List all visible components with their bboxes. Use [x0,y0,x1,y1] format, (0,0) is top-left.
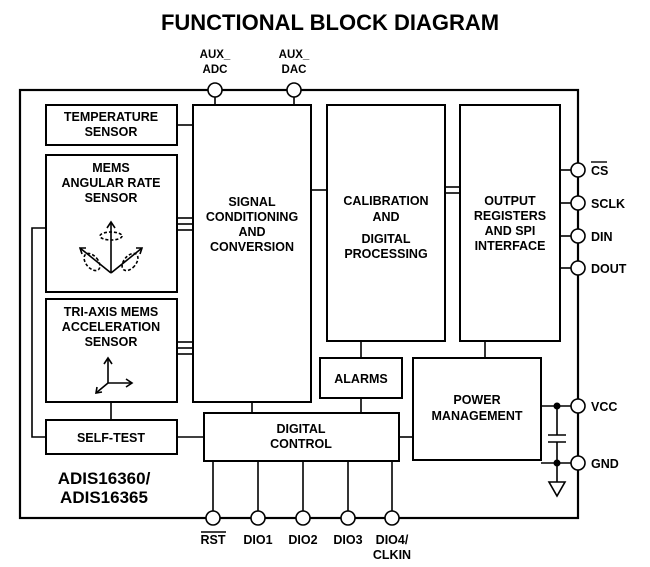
vcc-pin [570,398,586,414]
rst-pin [205,510,221,526]
dio1-pin [250,510,266,526]
din-label: DIN [591,230,613,244]
temperature-sensor-label: TEMPERATURE [64,110,158,124]
accelerometer-label: SENSOR [85,335,138,349]
output-registers-block [459,104,561,342]
sclk-label: SCLK [591,197,625,211]
digital-control-label: DIGITAL [276,422,325,436]
junction-dot [553,402,561,410]
signal-conditioning-label: CONDITIONING [206,210,298,224]
sclk-pin [570,195,586,211]
output-registers-label: INTERFACE [475,239,546,253]
dio4-clkin-label: CLKIN [373,548,411,562]
calibration-label: AND [372,210,399,224]
calibration-label: DIGITAL [361,232,410,246]
dio2-pin [295,510,311,526]
signal-conditioning-label: AND [238,225,265,239]
temperature-sensor-block [45,104,178,146]
xyz-axes-icon [95,356,134,394]
dout-label: DOUT [591,262,627,276]
dio3-pin [340,510,356,526]
self-test-label: SELF-TEST [77,431,145,445]
gnd-label: GND [591,457,619,471]
accelerometer-label: ACCELERATION [62,320,160,334]
dio2-label: DIO2 [288,533,317,547]
output-registers-label: REGISTERS [474,209,546,223]
gnd-pin [570,455,586,471]
digital-control-block [203,412,400,462]
calibration-label: CALIBRATION [343,194,428,208]
alarms-label: ALARMS [334,372,387,386]
digital-control-label: CONTROL [270,437,332,451]
gyro-sensor-label: MEMS [92,161,130,175]
dio3-label: DIO3 [333,533,362,547]
aux-dac-label: AUX_ [279,49,310,61]
dio4-clkin-label: DIO4/ [376,533,409,547]
power-management-block [412,357,542,461]
rst-label: RST [201,533,226,547]
cs-pin [570,162,586,178]
din-pin [570,228,586,244]
signal-conditioning-label: SIGNAL [228,195,276,209]
calibration-label: PROCESSING [344,247,427,261]
dio4-clkin-pin [384,510,400,526]
dout-pin [570,260,586,276]
accelerometer-label: TRI-AXIS MEMS [64,305,158,319]
power-management-label: MANAGEMENT [432,409,523,423]
signal-conditioning-block [192,104,312,403]
signal-conditioning-label: CONVERSION [210,240,294,254]
wiring [31,97,574,512]
dio1-label: DIO1 [243,533,272,547]
part-number: ADIS16360/ [58,469,151,488]
aux-dac-label: DAC [282,64,307,76]
output-registers-label: AND SPI [485,224,536,238]
calibration-block [326,104,446,342]
cs-label: CS [591,164,608,178]
gyro-sensor-label: ANGULAR RATE [61,176,160,190]
rotation-axes-icon [78,220,144,274]
power-management-label: POWER [453,393,500,407]
junction-dot [553,459,561,467]
output-registers-label: OUTPUT [484,194,536,208]
aux-dac-pin [286,82,302,98]
diagram-title: FUNCTIONAL BLOCK DIAGRAM [161,10,499,35]
aux-adc-label: AUX_ [200,49,231,61]
temperature-sensor-label: SENSOR [85,125,138,139]
part-number: ADIS16365 [60,488,148,507]
accelerometer-block [45,298,178,403]
aux-adc-label: ADC [203,64,228,76]
vcc-label: VCC [591,400,617,414]
gyro-sensor-label: SENSOR [85,191,138,205]
aux-adc-pin [207,82,223,98]
